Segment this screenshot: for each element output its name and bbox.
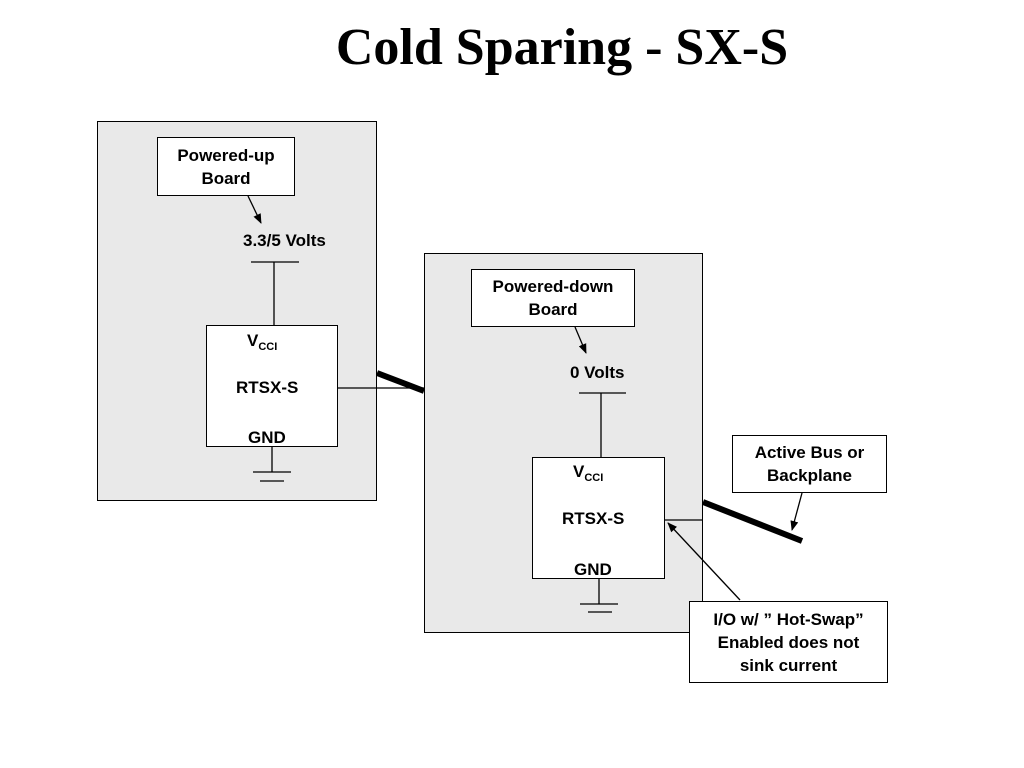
right-chip-name: RTSX-S [562, 509, 625, 528]
io-note-line3: sink current [739, 655, 838, 675]
right-gnd-label: GND [574, 560, 612, 579]
bus-segment-left [375, 370, 426, 394]
powered-down-label-line2: Board [528, 300, 578, 319]
powered-up-label-line1: Powered-up [177, 145, 275, 165]
bus-segment-right [701, 499, 804, 544]
powered-up-board-label: Powered-up Board [157, 137, 295, 196]
active-bus-label-line2: Backplane [766, 466, 853, 485]
powered-up-label-line2: Board [201, 168, 251, 188]
left-chip-name: RTSX-S [236, 378, 299, 397]
bus-label-arrow [790, 492, 803, 531]
active-bus-label: Active Bus or Backplane [732, 435, 887, 493]
left-label-arrow [247, 195, 262, 224]
right-vcc-label: VCCI [573, 462, 604, 484]
io-note-line2: Enabled does not [717, 632, 860, 652]
right-label-arrow [574, 326, 587, 354]
io-label-arrow [667, 522, 741, 601]
powered-down-label-line1: Powered-down [492, 277, 614, 296]
left-voltage-label: 3.3/5 Volts [243, 231, 326, 250]
io-hot-swap-note: I/O w/ ” Hot-Swap” Enabled does not sink… [689, 601, 888, 683]
io-note-line1: I/O w/ ” Hot-Swap” [713, 609, 864, 629]
left-vcc-label: VCCI [247, 331, 278, 353]
left-gnd-label: GND [248, 428, 286, 447]
right-voltage-label: 0 Volts [570, 363, 625, 382]
left-rtsx-s-chip [206, 325, 338, 447]
powered-down-board-label: Powered-down Board [471, 269, 635, 327]
page-title: Cold Sparing - SX-S [335, 19, 789, 76]
right-rtsx-s-chip [532, 457, 665, 579]
active-bus-label-line1: Active Bus or [754, 443, 865, 462]
